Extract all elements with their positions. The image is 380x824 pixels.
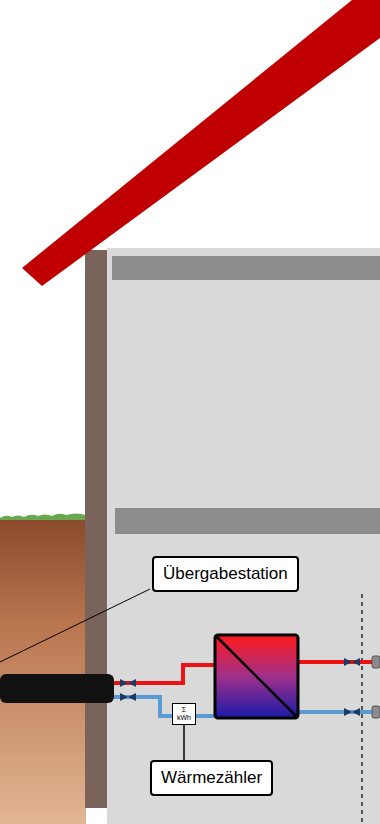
callout-box: Wärmezähler	[150, 760, 273, 796]
grass	[0, 514, 86, 521]
box-text: Wärmezähler	[161, 768, 262, 788]
secondary-supply	[298, 660, 372, 664]
return-pipe	[114, 697, 172, 716]
valve	[344, 658, 360, 716]
floor-slab	[115, 508, 380, 534]
roof	[22, 0, 380, 286]
district-pipe	[0, 674, 114, 703]
heat-meter-box: Σ kWh	[172, 703, 196, 725]
pipe-cap	[372, 656, 380, 668]
box-text: Σ kWh	[174, 706, 194, 722]
wall	[85, 250, 107, 808]
interior	[107, 248, 380, 824]
leader-line	[0, 589, 150, 662]
box-text: Übergabestation	[163, 564, 288, 584]
leader-line	[183, 725, 185, 760]
return-pipe	[196, 714, 214, 718]
heat-exchanger-diagonal	[217, 637, 296, 716]
boundary-line	[361, 594, 362, 824]
callout-box: Übergabestation	[152, 556, 299, 592]
heat-exchanger	[215, 635, 298, 718]
supply-pipe	[114, 665, 214, 683]
ceiling-slab	[112, 256, 380, 280]
pipe-cap	[372, 706, 380, 718]
secondary-return	[298, 710, 372, 714]
soil	[0, 518, 86, 824]
valve	[120, 679, 136, 701]
